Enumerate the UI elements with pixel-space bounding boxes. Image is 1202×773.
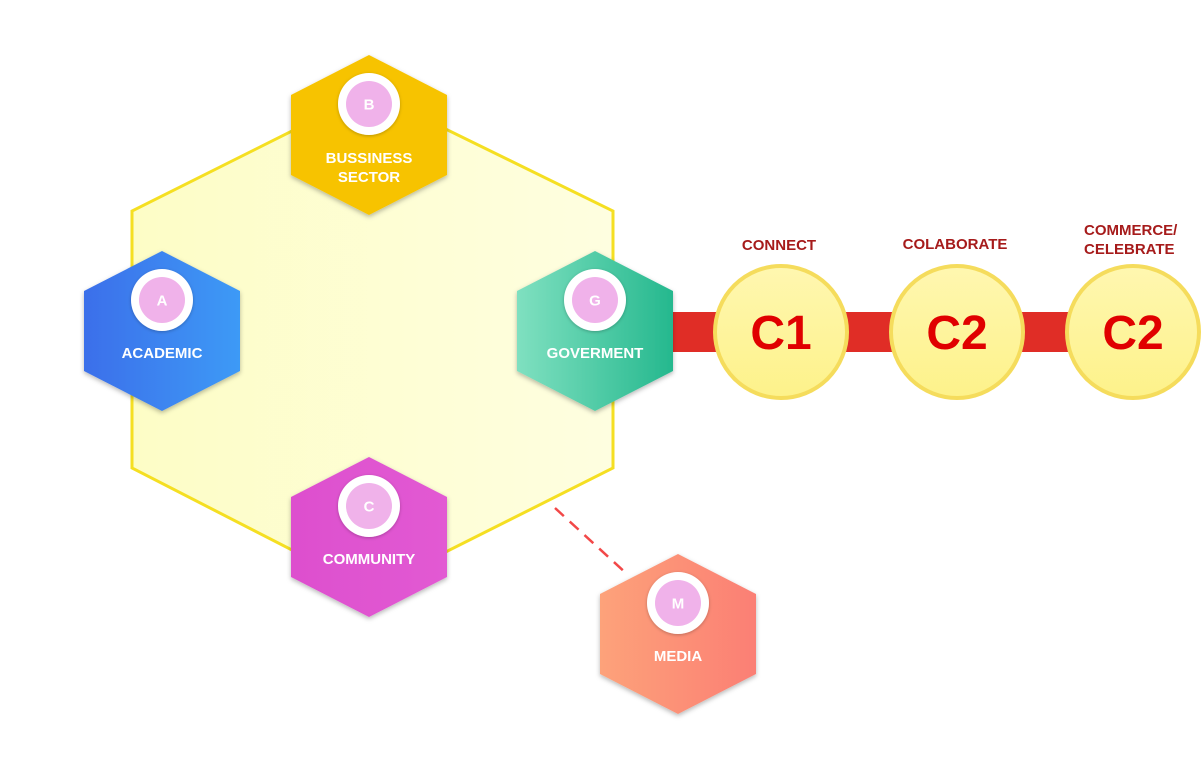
stage-circle — [889, 264, 1025, 400]
stage-colaborate: C2 COLABORATE — [889, 236, 1025, 400]
media-dashed-link — [554, 507, 629, 576]
stage-circle — [713, 264, 849, 400]
stage-code: C2 — [926, 307, 987, 360]
stage-circle — [1065, 264, 1201, 400]
node-academic: A ACADEMIC — [84, 251, 240, 411]
node-bussiness-sector: B BUSSINESS SECTOR — [291, 55, 447, 215]
stage-layer: C1 CONNECT C2 COLABORATE C2 COMMERCE/CELEBRAT… — [713, 222, 1201, 400]
node-label: BUSSINESS — [326, 150, 413, 167]
badge-core — [346, 483, 392, 529]
stage-connect: C1 CONNECT — [713, 237, 849, 400]
node-label: ACADEMIC — [122, 345, 203, 362]
node-goverment: G GOVERMENT — [517, 251, 673, 411]
node-layer: B BUSSINESS SECTOR A ACADEMIC G GOVERMENT C COMM… — [84, 55, 756, 714]
stage-label: COMMERCE/ — [1084, 222, 1178, 239]
node-community: C COMMUNITY — [291, 457, 447, 617]
badge-core — [346, 81, 392, 127]
badge-core — [655, 580, 701, 626]
node-label: MEDIA — [654, 648, 703, 665]
node-letter: B — [364, 97, 375, 114]
node-letter: A — [157, 293, 168, 310]
node-letter: G — [589, 293, 601, 310]
stage-label: CELEBRATE — [1084, 241, 1175, 258]
badge-core — [572, 277, 618, 323]
stage-code: C1 — [750, 307, 811, 360]
node-label: GOVERMENT — [547, 345, 644, 362]
stage-code: C2 — [1102, 307, 1163, 360]
badge-core — [139, 277, 185, 323]
stage-label: CONNECT — [742, 237, 816, 254]
stage-commerce-celebrate: C2 COMMERCE/CELEBRATE — [1065, 222, 1201, 400]
node-label: COMMUNITY — [323, 551, 416, 568]
node-letter: C — [364, 499, 375, 516]
node-label: SECTOR — [338, 169, 400, 186]
stage-label: COLABORATE — [903, 236, 1008, 253]
node-media: M MEDIA — [600, 554, 756, 714]
node-letter: M — [672, 596, 685, 613]
